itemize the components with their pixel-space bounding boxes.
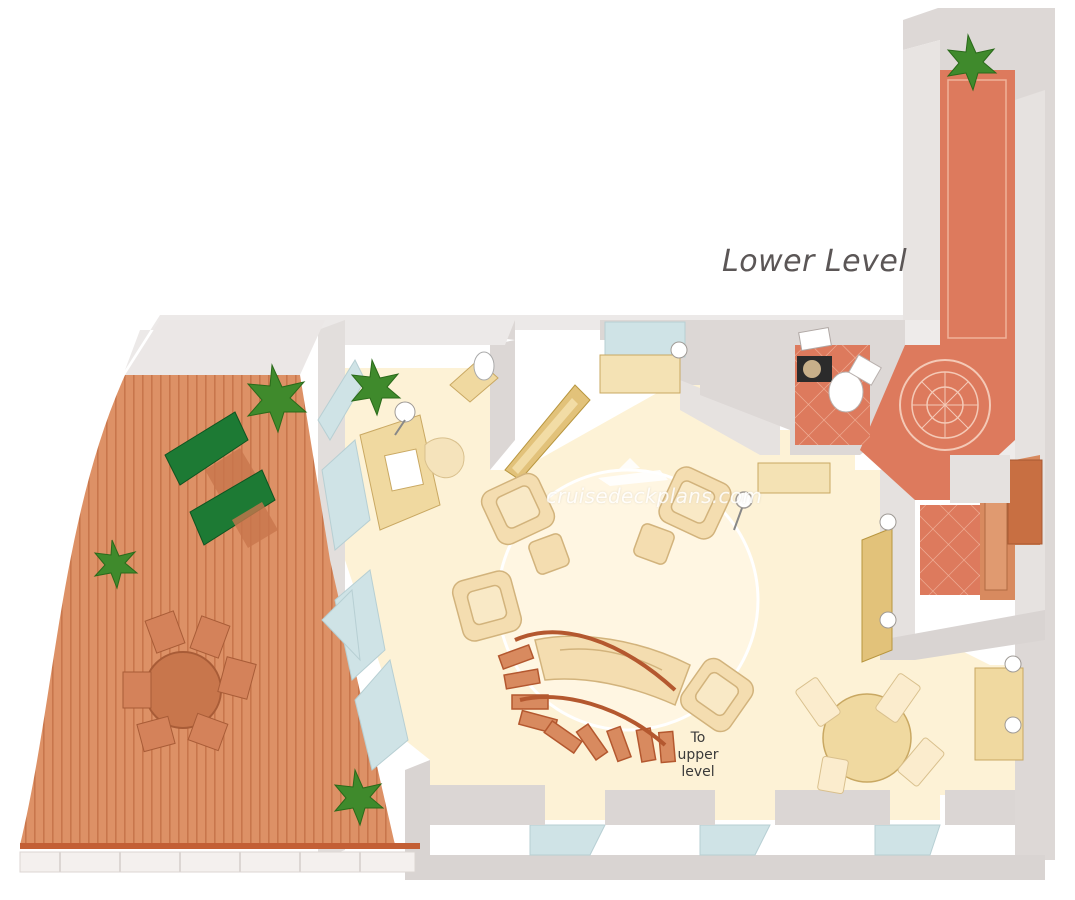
lounge-chair-icon <box>164 411 258 500</box>
deck-dining-set <box>122 610 257 753</box>
balcony-railing <box>20 843 420 849</box>
bathroom <box>795 326 882 445</box>
toilet-icon <box>828 354 882 413</box>
stairs-label-line-1: To <box>690 730 706 746</box>
wardrobe <box>504 384 591 481</box>
armchair <box>451 570 523 642</box>
lounge-chair-icon <box>189 469 278 548</box>
sideboard <box>599 341 688 394</box>
armchair <box>680 657 754 733</box>
ottoman <box>633 523 675 565</box>
walk-in-closet <box>920 455 1043 600</box>
dining-set <box>795 673 945 795</box>
watermark-ship-icon <box>598 458 668 486</box>
seating-area <box>451 466 754 733</box>
table-lamp-icon <box>1004 716 1022 734</box>
table-lamp-icon <box>670 341 688 359</box>
entry-console <box>757 462 831 494</box>
ottoman <box>528 533 570 575</box>
potted-plant-icon <box>946 33 998 92</box>
potted-plant-icon <box>350 358 402 417</box>
watermark-text: cruisedeckplans.com <box>546 484 763 508</box>
armchair <box>658 466 732 540</box>
vanity <box>449 351 499 403</box>
armchair <box>480 472 556 546</box>
dining-sideboard <box>974 655 1024 761</box>
lower-wall-segments <box>430 785 1015 825</box>
writing-desk <box>359 401 465 531</box>
table-lamp-icon <box>879 611 897 629</box>
stairs-label-line-3: level <box>681 764 715 780</box>
stairs-label-line-2: upper <box>677 747 719 763</box>
stairs-label: To upper level <box>668 730 728 781</box>
table-lamp-icon <box>879 513 897 531</box>
level-title: Lower Level <box>722 244 908 279</box>
table-lamp-icon <box>1004 655 1022 673</box>
staircase-icon <box>497 630 677 764</box>
potted-plant-icon <box>246 363 308 434</box>
tv-console <box>861 513 897 663</box>
balcony-deck <box>19 320 420 873</box>
table-lamp-icon <box>394 401 416 436</box>
table-lamp-icon <box>733 491 753 531</box>
potted-plant-icon <box>333 768 385 827</box>
potted-plant-icon <box>93 539 139 590</box>
